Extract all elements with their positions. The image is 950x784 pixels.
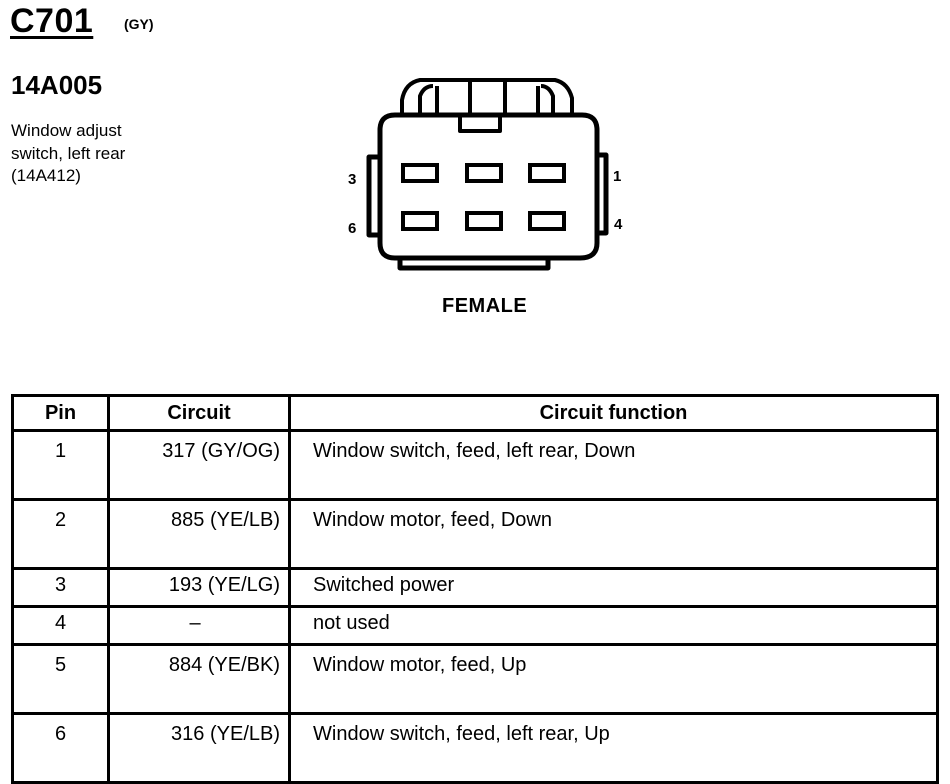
pin-cavity-2 xyxy=(465,163,503,183)
pin-label-4: 4 xyxy=(614,216,623,233)
circuit-cell: 316 (YE/LB) xyxy=(107,712,291,784)
pin-table: Pin Circuit Circuit function 1 317 (GY/O… xyxy=(11,394,939,784)
function-cell: Window motor, feed, Down xyxy=(288,498,939,570)
connector-right-tab xyxy=(597,152,609,236)
function-cell: Window switch, feed, left rear, Up xyxy=(288,712,939,784)
pin-cell: 6 xyxy=(11,712,110,784)
circuit-cell: 885 (YE/LB) xyxy=(107,498,291,570)
function-cell: Window switch, feed, left rear, Down xyxy=(288,429,939,501)
circuit-cell: 193 (YE/LG) xyxy=(107,567,291,608)
connector-face-diagram: 3 6 1 4 xyxy=(348,78,623,271)
header-circuit: Circuit xyxy=(107,394,291,432)
connector-color: (GY) xyxy=(124,16,154,32)
pin-cavity-6 xyxy=(401,211,439,231)
pin-cell: 4 xyxy=(11,605,110,646)
pin-cell: 5 xyxy=(11,643,110,715)
pin-label-3: 3 xyxy=(348,171,356,188)
pin-label-1: 1 xyxy=(613,168,621,185)
pin-cell: 3 xyxy=(11,567,110,608)
table-row: 2 885 (YE/LB) Window motor, feed, Down xyxy=(11,498,939,570)
pin-cell: 2 xyxy=(11,498,110,570)
pin-cavity-1 xyxy=(528,163,566,183)
part-number: 14A005 xyxy=(11,70,103,100)
circuit-cell: 884 (YE/BK) xyxy=(107,643,291,715)
connector-id: C701 xyxy=(10,2,94,40)
circuit-cell: 317 (GY/OG) xyxy=(107,429,291,501)
circuit-cell: – xyxy=(107,605,291,646)
header-pin: Pin xyxy=(11,394,110,432)
connector-bottom-lip xyxy=(397,258,551,271)
pin-cavity-5 xyxy=(465,211,503,231)
function-cell: Window motor, feed, Up xyxy=(288,643,939,715)
pin-label-6: 6 xyxy=(348,220,356,237)
connector-body xyxy=(377,112,600,261)
connector-gender-label: FEMALE xyxy=(442,295,528,317)
table-row: 4 – not used xyxy=(11,605,939,646)
table-row: 3 193 (YE/LG) Switched power xyxy=(11,567,939,608)
table-header-row: Pin Circuit Circuit function xyxy=(11,394,939,432)
function-cell: Switched power xyxy=(288,567,939,608)
function-cell: not used xyxy=(288,605,939,646)
component-description-line-1: Window adjust xyxy=(11,121,122,140)
pin-cell: 1 xyxy=(11,429,110,501)
header-circuit-function: Circuit function xyxy=(288,394,939,432)
table-row: 5 884 (YE/BK) Window motor, feed, Up xyxy=(11,643,939,715)
connector-latch xyxy=(400,78,574,133)
component-description-line-3: (14A412) xyxy=(11,166,81,185)
component-description-line-2: switch, left rear xyxy=(11,144,126,163)
table-row: 6 316 (YE/LB) Window switch, feed, left … xyxy=(11,712,939,784)
connector-left-tab xyxy=(366,154,380,238)
pin-cavity-3 xyxy=(401,163,439,183)
pin-cavity-4 xyxy=(528,211,566,231)
table-row: 1 317 (GY/OG) Window switch, feed, left … xyxy=(11,429,939,501)
